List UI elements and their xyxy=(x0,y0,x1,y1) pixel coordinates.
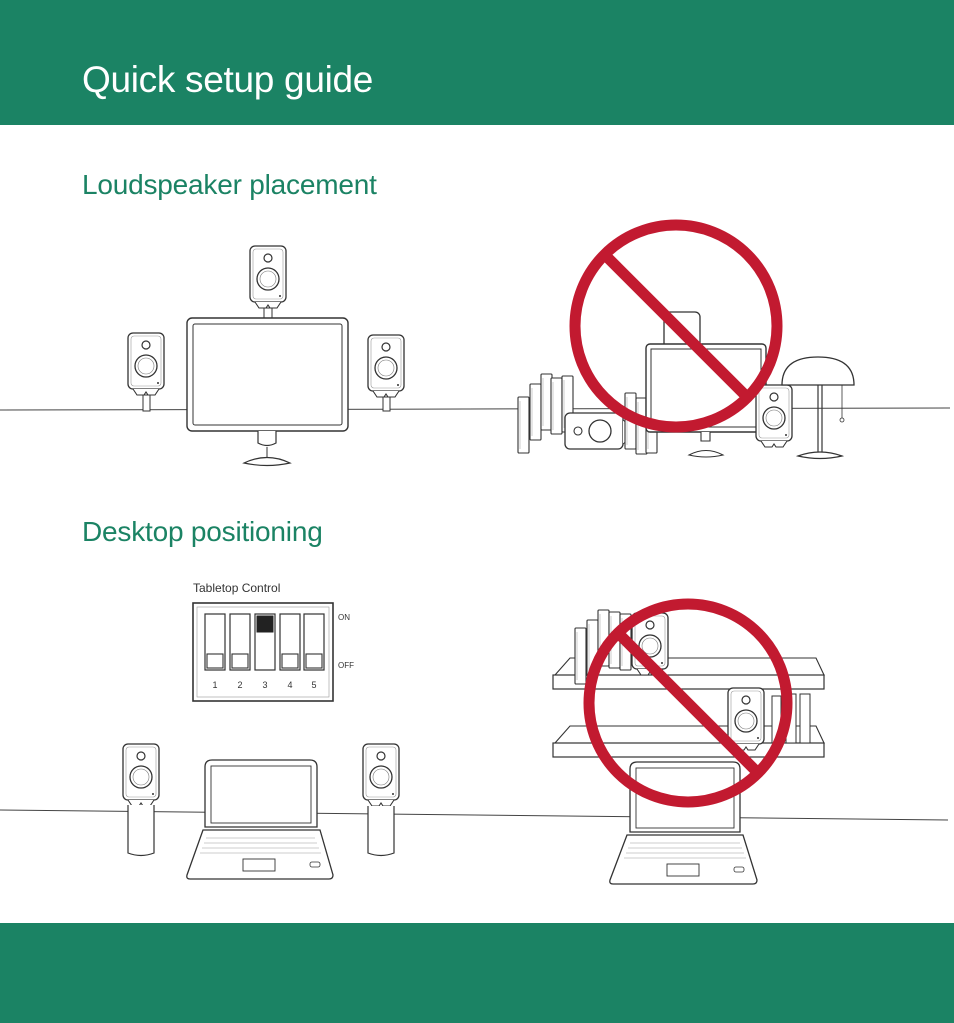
loudspeaker-icon xyxy=(122,743,160,807)
section-title-desktop: Desktop positioning xyxy=(82,516,323,547)
dip-switch-4 xyxy=(279,613,301,671)
dip-switch-3 xyxy=(254,613,276,671)
header-bar: Quick setup guide xyxy=(0,0,954,125)
footer-bar xyxy=(0,923,954,1023)
on-label: ON xyxy=(338,613,350,622)
loudspeaker-icon xyxy=(249,245,287,309)
switch-number-3: 3 xyxy=(262,680,267,690)
prohibit-icon xyxy=(583,598,793,808)
tabletop-control-panel: Tabletop Control 1 2 3 4 5 ON OFF xyxy=(192,581,354,702)
loudspeaker-icon xyxy=(564,412,629,450)
good-placement-illustration xyxy=(0,245,951,467)
bad-desktop-illustration xyxy=(552,598,825,885)
lamp-icon xyxy=(781,356,855,460)
bad-placement-illustration xyxy=(517,219,855,460)
switch-number-5: 5 xyxy=(311,680,316,690)
page-title: Quick setup guide xyxy=(82,59,374,100)
loudspeaker-icon xyxy=(755,384,793,448)
prohibit-icon xyxy=(569,219,783,433)
tabletop-control-title: Tabletop Control xyxy=(193,581,280,595)
switch-number-4: 4 xyxy=(287,680,292,690)
good-desktop-illustration xyxy=(0,743,949,880)
switch-number-2: 2 xyxy=(237,680,242,690)
dip-switch-1 xyxy=(204,613,226,671)
dip-switch-5 xyxy=(303,613,325,671)
switch-number-1: 1 xyxy=(212,680,217,690)
laptop-icon xyxy=(186,759,334,880)
dip-switch-2 xyxy=(229,613,251,671)
loudspeaker-icon xyxy=(362,743,400,807)
loudspeaker-icon xyxy=(127,332,165,396)
loudspeaker-icon xyxy=(367,334,405,398)
off-label: OFF xyxy=(338,661,354,670)
monitor-icon xyxy=(186,317,349,467)
section-title-placement: Loudspeaker placement xyxy=(82,169,377,200)
